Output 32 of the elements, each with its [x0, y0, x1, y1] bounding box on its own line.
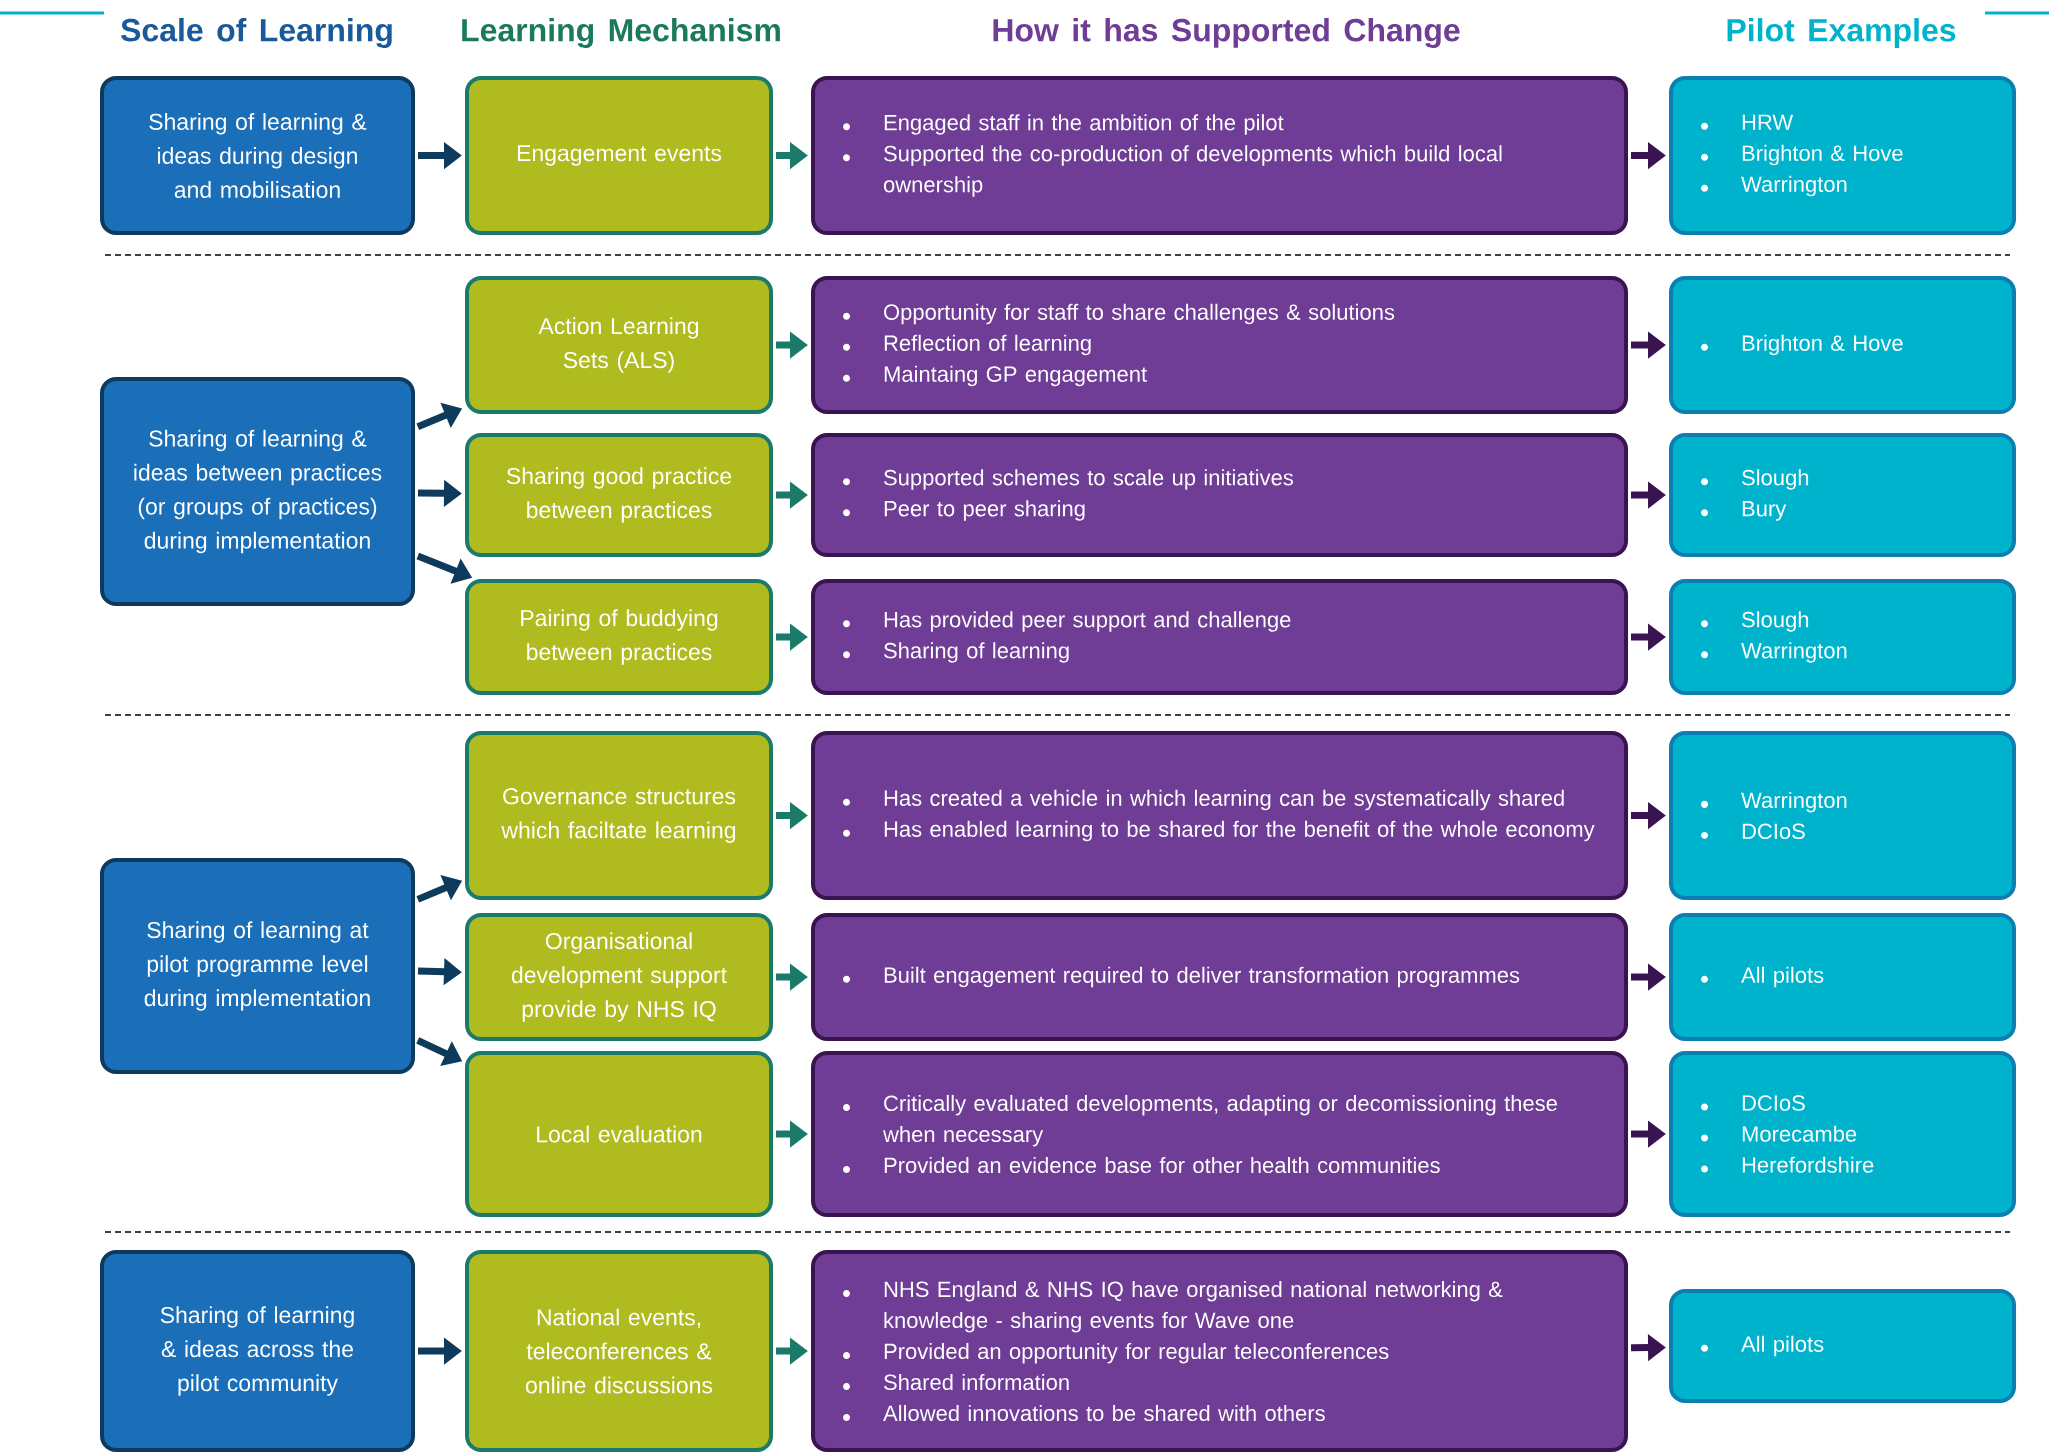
bullet-list-box: Critically evaluated developments, adapting or decomissioning these when necessary Provided an evidence base for other health communities	[811, 1051, 1628, 1217]
bullet-list-box: HRW Brighton & Hove Warrington	[1669, 76, 2017, 235]
text-box: Sharing good practice between practices	[465, 433, 773, 557]
bullet-list-box: Opportunity for staff to share challenges & solutions Reflection of learning Maintaing GP engagement	[811, 276, 1628, 414]
text-box: Action Learning Sets (ALS)	[465, 276, 773, 414]
text-box: Local evaluation	[465, 1051, 773, 1217]
bullet-list-box: Slough Warrington	[1669, 579, 2017, 695]
text-box: Organisational development support provide by NHS IQ	[465, 913, 773, 1041]
text-box: Sharing of learning & ideas across the pilot community	[100, 1250, 415, 1452]
bullet-list-box: Engaged staff in the ambition of the pilot Supported the co-production of developments which build local ownership	[811, 76, 1628, 235]
text-box: National events, teleconferences & online discussions	[465, 1250, 773, 1452]
column-heading: How it has Supported Change	[993, 18, 1460, 48]
text-box: Sharing of learning & ideas between practices (or groups of practices) during implementation	[100, 377, 415, 606]
text-box: Engagement events	[465, 76, 773, 235]
bullet-list-box: Brighton & Hove	[1669, 276, 2017, 414]
bullet-list-box: Has created a vehicle in which learning can be systematically shared Has enabled learning to be shared for the benefit of the whole economy	[811, 731, 1628, 900]
bullet-list-box: NHS England & NHS IQ have organised national networking & knowledge - sharing events for Wave one Provided an opportunity for regular teleconferences Shared information Allowed innovations to be shared with others	[811, 1250, 1628, 1452]
bullet-list-box: All pilots	[1669, 913, 2017, 1041]
bullet-list-box: Has provided peer support and challenge Sharing of learning	[811, 579, 1628, 695]
text-box: Pairing of buddying between practices	[465, 579, 773, 695]
column-heading: Learning Mechanism	[462, 18, 780, 48]
column-heading: Pilot Examples	[1727, 18, 1956, 48]
bullet-list-box: DCIoS Morecambe Herefordshire	[1669, 1051, 2017, 1217]
bullet-list-box: Supported schemes to scale up initiatives Peer to peer sharing	[811, 433, 1628, 557]
bullet-list-box: All pilots	[1669, 1289, 2017, 1403]
column-heading: Scale of Learning	[121, 18, 392, 48]
text-box: Sharing of learning & ideas during design and mobilisation	[100, 76, 415, 235]
bullet-list-box: Built engagement required to deliver transformation programmes	[811, 913, 1628, 1041]
text-box: Sharing of learning at pilot programme level during implementation	[100, 858, 415, 1074]
bullet-list-box: Warrington DCIoS	[1669, 731, 2017, 900]
bullet-list-box: Slough Bury	[1669, 433, 2017, 557]
text-box: Governance structures which faciltate learning	[465, 731, 773, 900]
